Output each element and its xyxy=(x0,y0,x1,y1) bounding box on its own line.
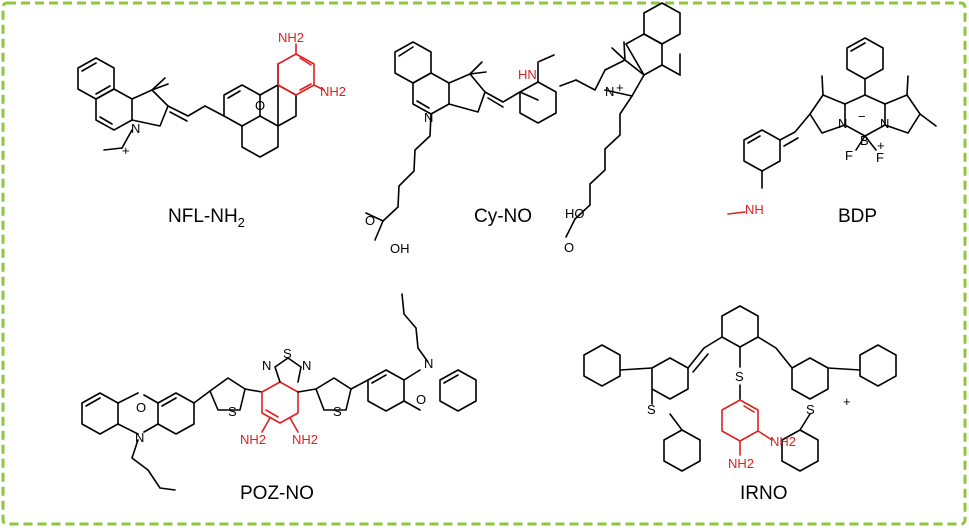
atom-nh: NH xyxy=(745,202,764,217)
atom-n-left: N xyxy=(424,110,433,125)
atom-s-right: S xyxy=(333,404,342,419)
atom-nh2-b: NH2 xyxy=(320,84,346,99)
atom-n-left: N xyxy=(838,116,847,131)
atom-nh2-a: NH2 xyxy=(240,432,266,447)
atom-o: O xyxy=(255,98,265,113)
caption-bdp: BDP xyxy=(838,206,877,227)
caption-irno: IRNO xyxy=(740,483,788,504)
atom-o-left: O xyxy=(365,213,375,228)
atom-s-left: S xyxy=(647,402,656,417)
atom-nh2-b: NH2 xyxy=(292,432,318,447)
caption-nfl-nh2: NFL-NH2 xyxy=(168,206,245,230)
atom-o-right: O xyxy=(564,240,574,255)
molecule-nfl-nh2: + N O NH2 NH2 NFL-NH2 xyxy=(77,30,346,230)
atom-hn: HN xyxy=(518,67,537,82)
atom-nh2-a: NH2 xyxy=(278,30,304,45)
caption-cy-no: Cy-NO xyxy=(474,206,532,227)
atom-charge-minus: − xyxy=(858,109,866,124)
atom-ho-right: HO xyxy=(565,206,585,221)
molecule-bdp: N N B − + F F NH BDP xyxy=(727,37,937,227)
atom-n-right: N xyxy=(424,356,433,371)
molecule-irno: S S S + NH2 NH2 IRNO xyxy=(583,305,897,504)
atom-charge-plus: + xyxy=(122,143,130,158)
atom-charge-plus: + xyxy=(616,80,624,95)
atom-f2: F xyxy=(876,150,884,165)
atom-nh2-a: NH2 xyxy=(770,434,796,449)
atom-n-right: N xyxy=(880,116,889,131)
atom-n-left: N xyxy=(135,430,144,445)
atom-o-left: O xyxy=(136,400,146,415)
molecule-poz-no: O N S S N N S O N NH2 NH2 POZ-NO xyxy=(81,293,477,504)
atom-n: N xyxy=(131,121,140,136)
atom-s-left: S xyxy=(228,404,237,419)
atom-s-top: S xyxy=(283,346,292,361)
atom-s-mid: S xyxy=(735,369,744,384)
caption-poz-no: POZ-NO xyxy=(240,483,314,504)
atom-n-top-left: N xyxy=(262,358,271,373)
atom-oh-left: OH xyxy=(390,241,410,256)
atom-nh2-b: NH2 xyxy=(728,456,754,471)
atom-n-top-right: N xyxy=(302,358,311,373)
atom-s-right: S xyxy=(806,402,815,417)
atom-o-right: O xyxy=(416,392,426,407)
atom-n-right: N xyxy=(605,84,614,99)
atom-charge-plus: + xyxy=(843,394,851,409)
molecule-cy-no: N HN N + O OH HO O Cy-NO xyxy=(365,2,681,256)
atom-f1: F xyxy=(845,148,853,163)
atom-charge-plus: + xyxy=(877,138,885,153)
atom-b: B xyxy=(860,133,869,148)
